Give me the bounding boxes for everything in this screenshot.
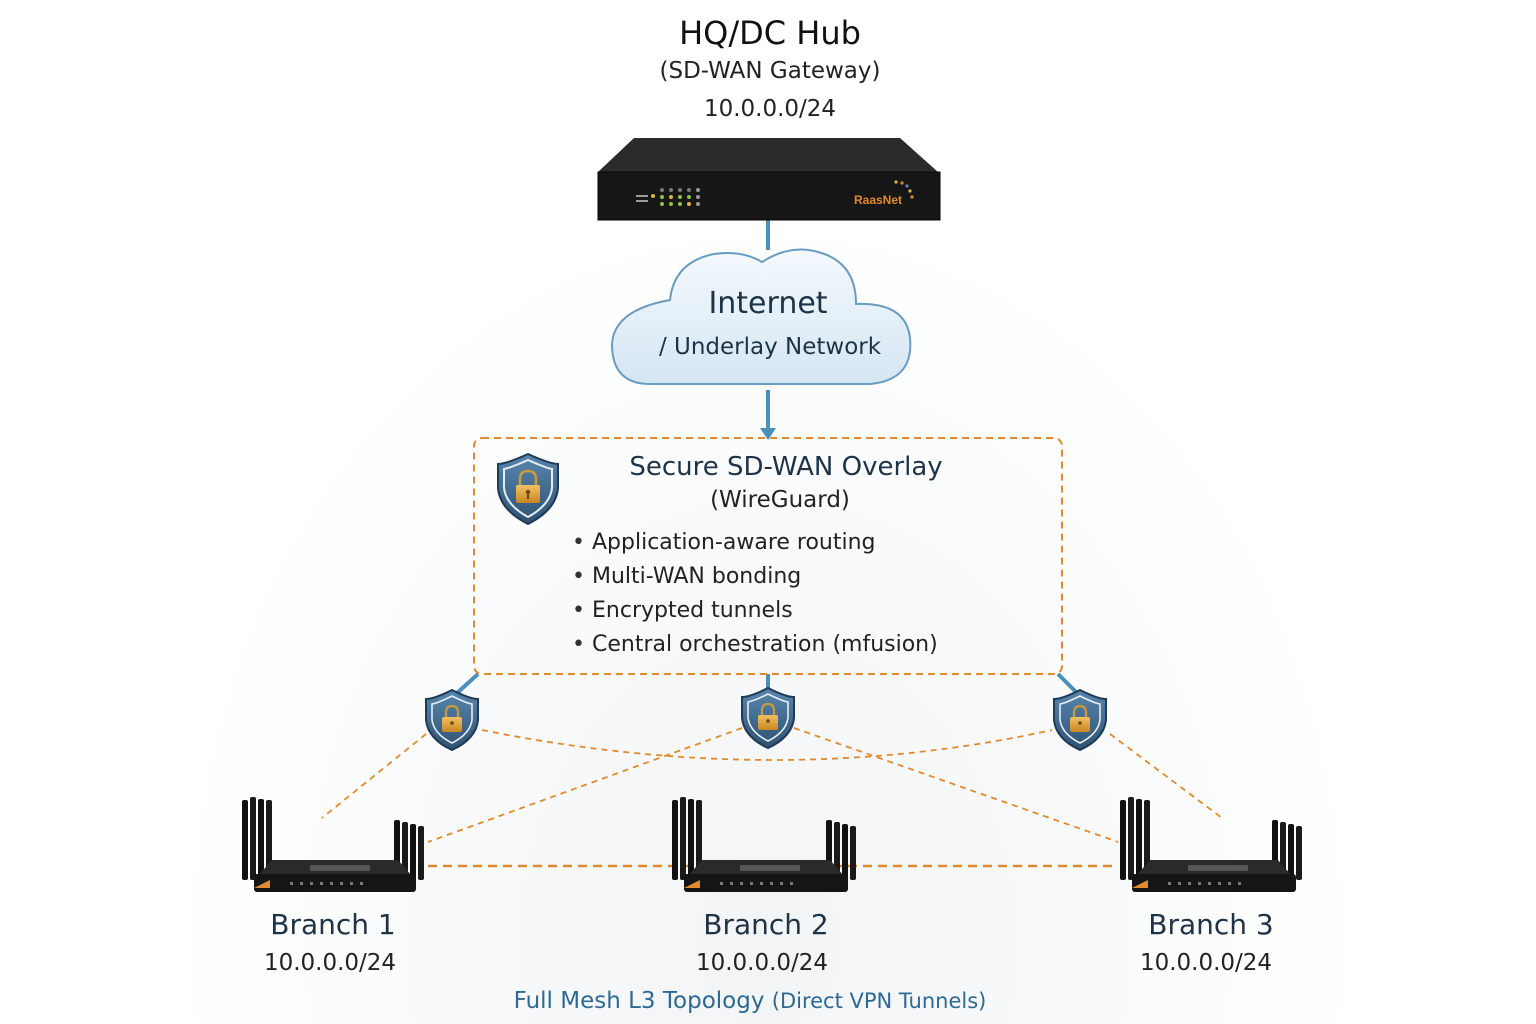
footer-caption: Full Mesh L3 Topology (Direct VPN Tunnel…	[514, 988, 987, 1014]
tunnel-shield3-branch3	[1109, 733, 1223, 819]
feature-label: Multi-WAN bonding	[592, 564, 802, 589]
branch-2-subnet: 10.0.0.0/24	[695, 950, 829, 976]
overlay-subtitle: (WireGuard)	[710, 487, 850, 513]
mesh-tunnels	[321, 727, 1223, 843]
hub-subnet: 10.0.0.0/24	[703, 96, 837, 122]
feature-label: Application-aware routing	[592, 530, 876, 555]
bullet-icon: •	[572, 564, 585, 589]
shield-lock-icon-1	[425, 688, 479, 752]
branch-3-subnet: 10.0.0.0/24	[1139, 950, 1273, 976]
tunnel-shield2-branch1	[427, 727, 743, 843]
branch-2-name: Branch 2	[703, 908, 829, 941]
gateway-logo-arc	[894, 180, 914, 199]
bullet-icon: •	[572, 632, 585, 657]
hub-title: HQ/DC Hub	[679, 14, 861, 52]
overlay-arrowhead	[760, 428, 776, 440]
branch-3-name: Branch 3	[1148, 908, 1274, 941]
gateway-status-leds	[636, 188, 700, 206]
overlay-title: Secure SD-WAN Overlay	[629, 452, 943, 482]
branch-router-icon-3	[1120, 797, 1302, 892]
shield-lock-icon-3	[1053, 688, 1107, 752]
overlay-to-shield-1-link	[454, 672, 480, 696]
gateway-brand-logo: RaasNet	[854, 193, 902, 207]
cloud-subtitle: / Underlay Network	[658, 334, 882, 360]
branch-router-icon-2	[672, 797, 856, 892]
cloud-icon	[610, 248, 912, 385]
footer-caption-detail: (Direct VPN Tunnels)	[771, 989, 987, 1013]
hub-subtitle: (SD-WAN Gateway)	[659, 58, 881, 84]
hub-gateway-device: RaasNet	[597, 138, 941, 221]
feature-label: Encrypted tunnels	[592, 598, 793, 623]
tunnel-shield2-branch3	[793, 727, 1119, 843]
cloud-title: Internet	[708, 286, 828, 321]
shield-lock-icon-2	[741, 686, 795, 750]
gateway-top-surface	[598, 138, 938, 172]
footer-caption-main: Full Mesh L3 Topology	[513, 988, 772, 1014]
feature-item: • Central orchestration (mfusion)	[572, 630, 938, 664]
feature-item: • Encrypted tunnels	[572, 596, 938, 630]
feature-item: • Multi-WAN bonding	[572, 562, 938, 596]
tunnel-shield1-shield3	[481, 729, 1053, 761]
branch-1-name: Branch 1	[270, 908, 396, 941]
feature-label: Central orchestration (mfusion)	[592, 632, 938, 657]
bullet-icon: •	[572, 530, 585, 555]
tunnel-shield1-branch1	[321, 733, 427, 819]
bullet-icon: •	[572, 598, 585, 623]
branch-router-icon-1	[242, 797, 424, 892]
overlay-shield-icon	[497, 452, 559, 526]
overlay-feature-list: • Application-aware routing • Multi-WAN bo…	[572, 528, 938, 664]
overlay-to-shield-3-link	[1056, 672, 1078, 694]
feature-item: • Application-aware routing	[572, 528, 938, 562]
branch-1-subnet: 10.0.0.0/24	[263, 950, 397, 976]
